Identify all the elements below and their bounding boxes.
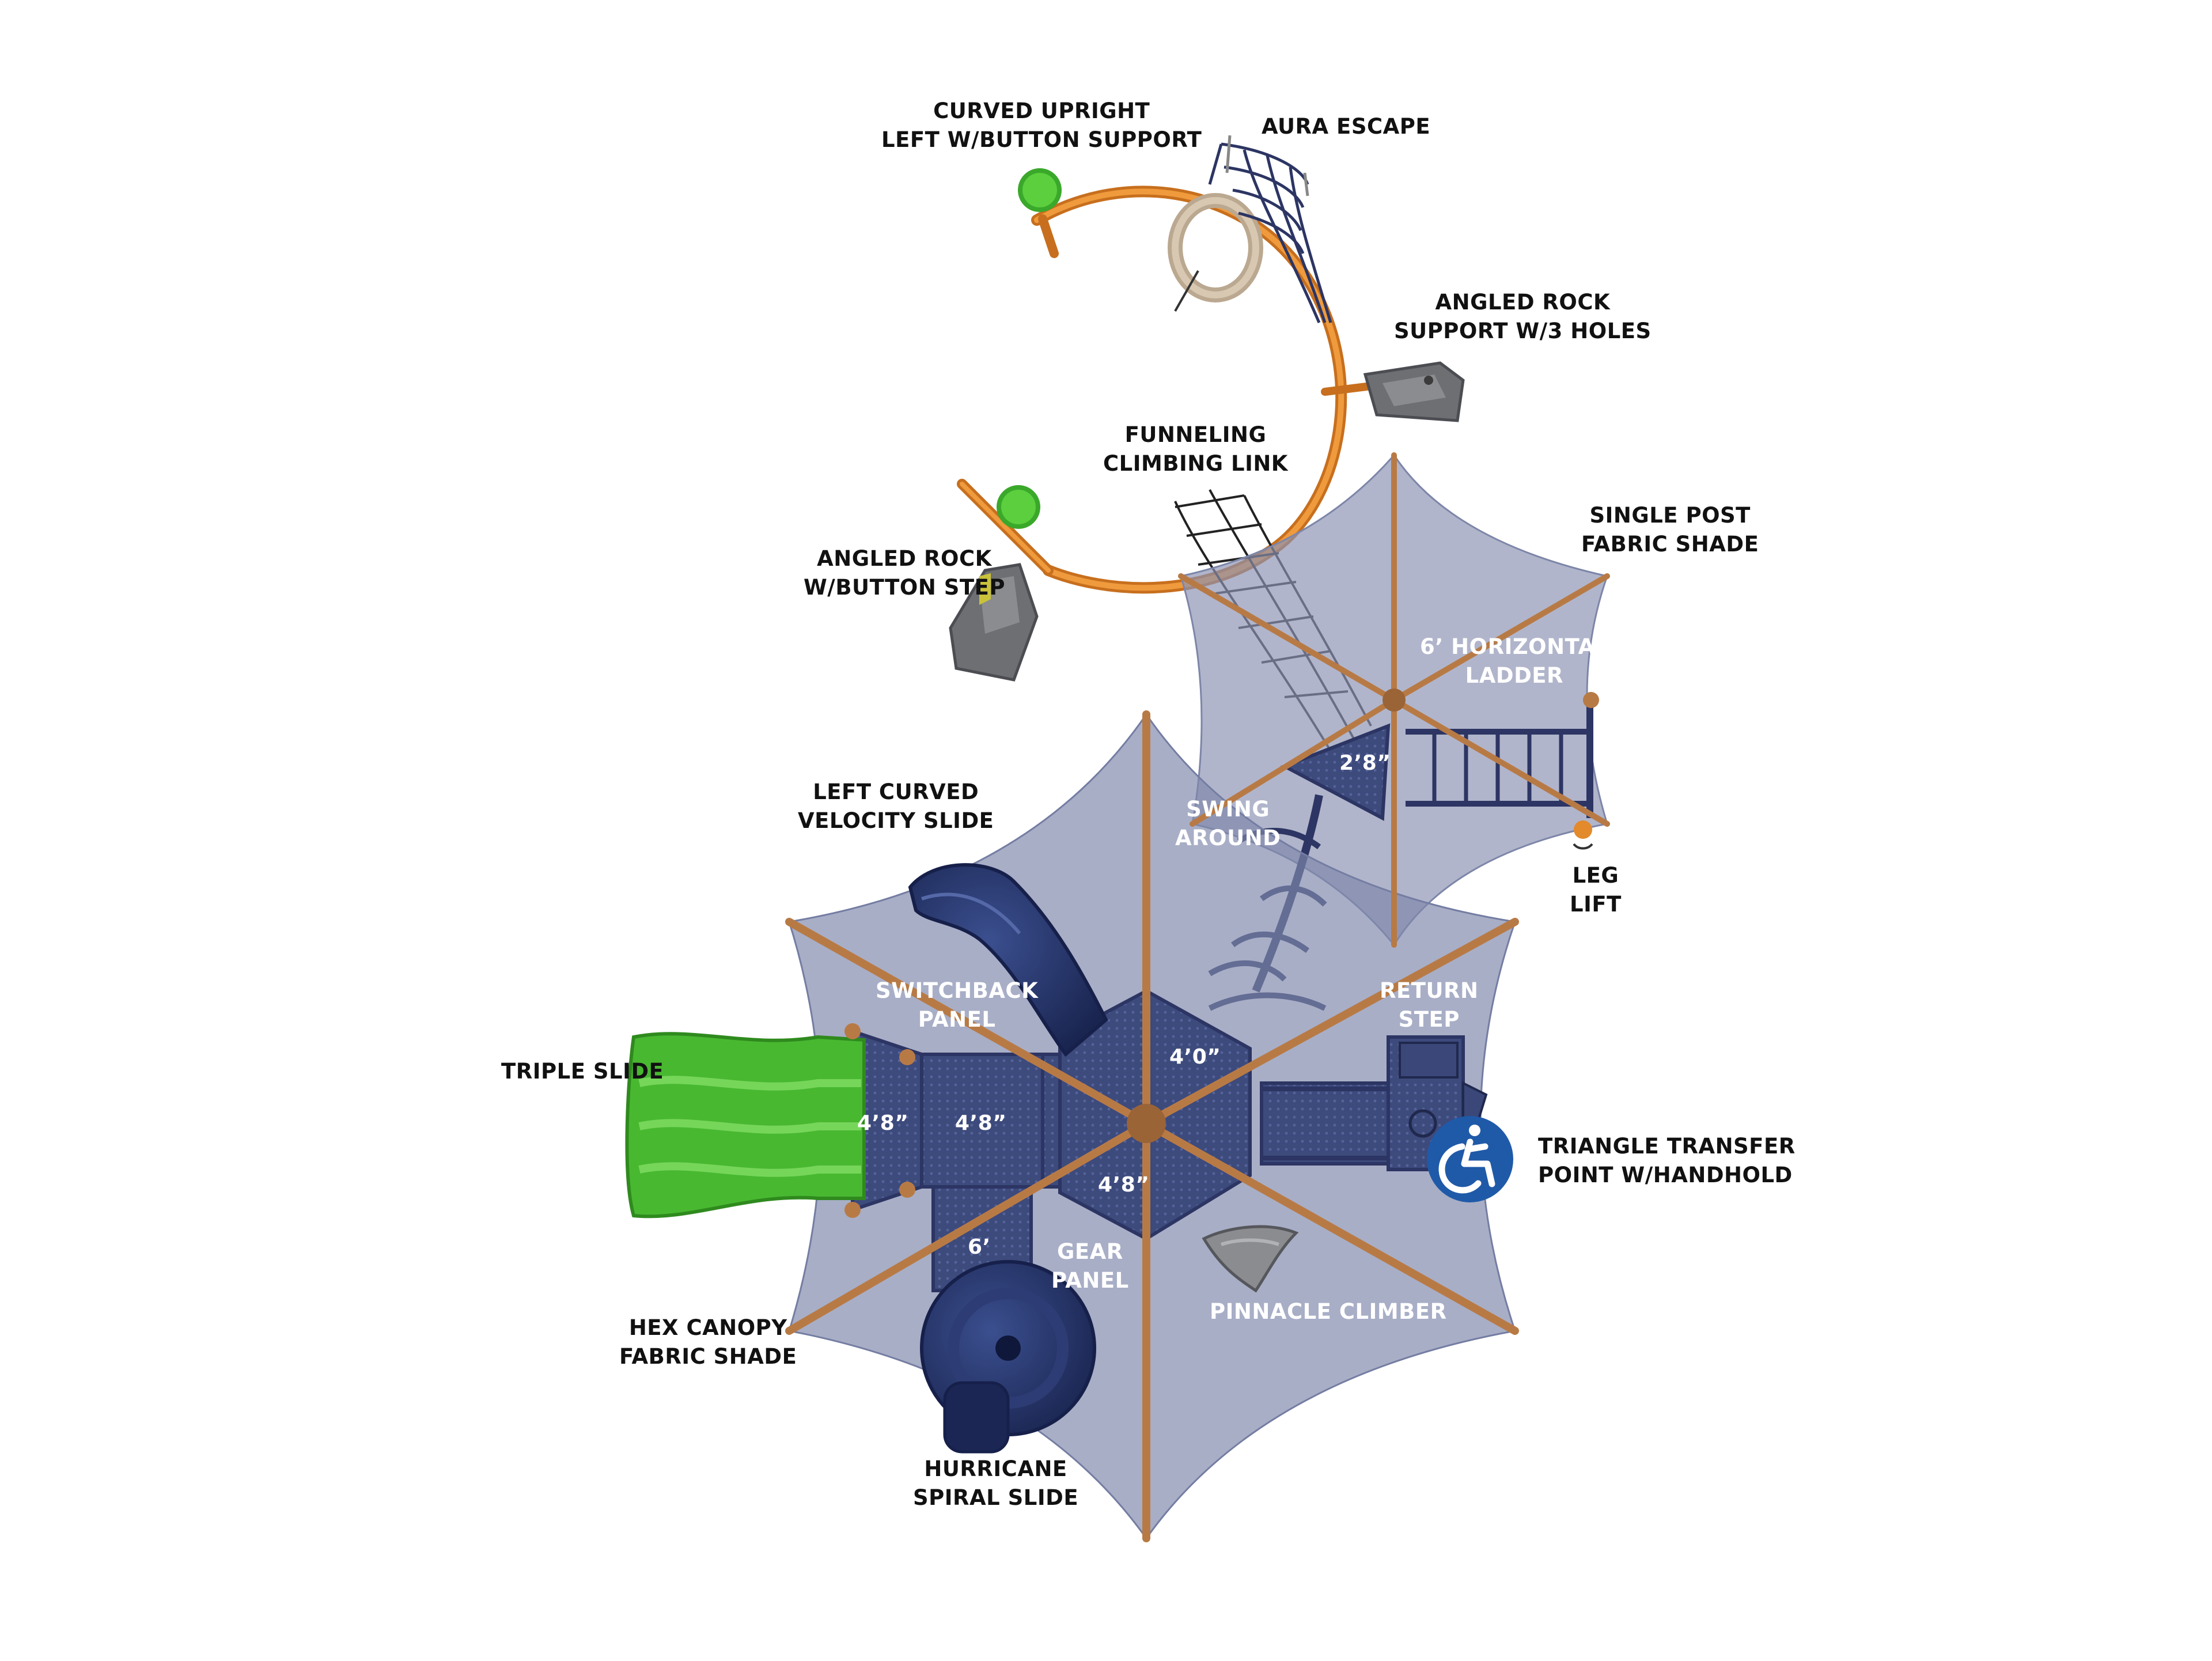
deck-height-small: 2’8”	[1339, 751, 1391, 775]
label-triple-slide: TRIPLE SLIDE	[501, 1059, 664, 1084]
leg-lift	[1573, 820, 1593, 850]
deck-height-spiral: 6’	[968, 1235, 991, 1259]
angled-rock-support	[1363, 361, 1465, 422]
wheelchair-icon	[1438, 1125, 1495, 1194]
accessibility-badge	[1427, 1116, 1513, 1202]
hex-canopy-hub	[1127, 1104, 1166, 1143]
deck-height-left-outer: 4’8”	[857, 1111, 909, 1135]
triple-slide	[625, 1032, 866, 1219]
left-curved-velocity-slide	[908, 863, 1108, 1057]
pinnacle-climber	[1202, 1225, 1299, 1293]
label-aura-escape: AURA ESCAPE	[1262, 114, 1431, 139]
horizontal-ladder	[1406, 692, 1599, 818]
hurricane-spiral-slide	[920, 1260, 1096, 1454]
small-deck	[1280, 723, 1391, 821]
curved-arc-structure	[957, 135, 1375, 594]
single-post-shade-posts	[1178, 452, 1610, 948]
deck-height-center-bottom: 4’8”	[1098, 1173, 1150, 1197]
deck-height-center-top: 4’0”	[1169, 1045, 1221, 1069]
deck-posts	[844, 1023, 915, 1218]
deck-height-left-inner: 4’8”	[955, 1111, 1007, 1135]
label-pinnacle-climber: PINNACLE CLIMBER	[1210, 1299, 1447, 1324]
angled-rock-step	[949, 563, 1039, 682]
hex-canopy-posts	[785, 710, 1519, 1542]
